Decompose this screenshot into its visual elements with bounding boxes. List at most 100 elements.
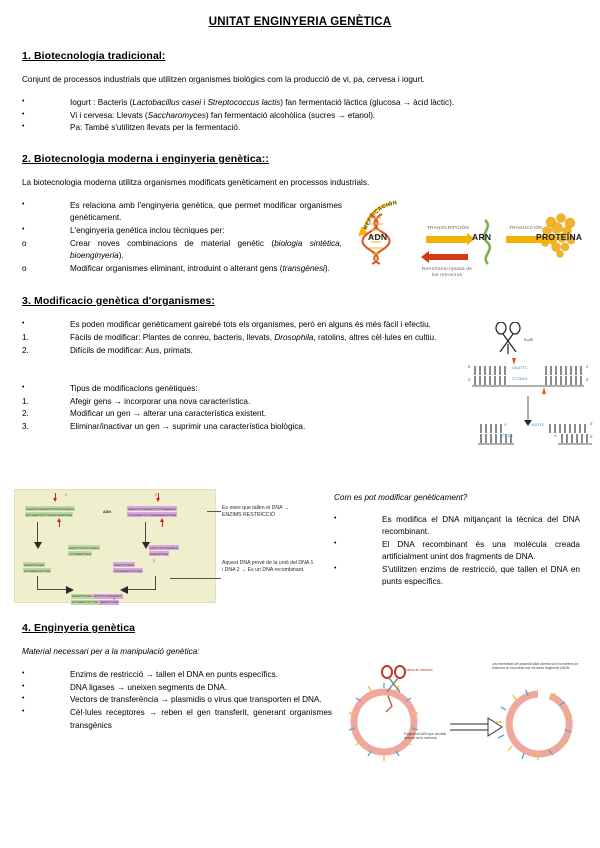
list-item: •El DNA recombinant és una molècula crea… — [334, 539, 580, 564]
list-item-text: Pa: També s'utilitzen llevats per la fer… — [70, 123, 241, 133]
fragment-label: Fragment d'ADN que ha estat alliberat de… — [404, 732, 447, 741]
recombinant-number: 3 — [113, 597, 115, 601]
adn-center-label: ADN — [103, 510, 111, 514]
list-item-text: Crear noves combinacions de material gen… — [70, 238, 343, 260]
end-3-left-label: 3' — [468, 378, 471, 382]
flow-line-left — [37, 522, 38, 544]
section-1-intro: Conjunt de processos industrials que uti… — [22, 75, 425, 84]
bullet-marker: • — [22, 123, 25, 131]
list-item-text: DNA ligases → uneixen segments de DNA. — [70, 682, 228, 692]
bullet-marker: 1. — [22, 396, 29, 406]
section-2-bullets: • Es relaciona amb l'enginyeria genètica,… — [22, 200, 342, 275]
bullet-marker: o — [22, 263, 27, 273]
question-heading: Com es pot modificar genèticament? — [334, 493, 468, 502]
restriction-fragments-svg — [478, 424, 592, 445]
fragment-bottom-left-label: CTTAA — [500, 434, 513, 438]
list-item: o Crear noves combinacions de material ge… — [22, 238, 342, 263]
list-item-text: Vectors de transferència → plasmidis o v… — [70, 695, 322, 705]
flow-line-right — [145, 522, 146, 544]
list-item: • DNA ligases → uneixen segments de DNA. — [22, 682, 332, 694]
list-item-text: Iogurt : Bacteris (Lactobacillus casei i… — [70, 97, 455, 107]
list-item: • Es modifica el DNA mitjançant la tècnic… — [334, 514, 580, 539]
recombinant-note-2-line2: DNA 2 → Es un DNA recombinant. — [224, 566, 305, 573]
join-arrow-right-icon — [120, 586, 128, 594]
end-3-right-label: 3' — [586, 365, 589, 369]
fragment-top-right-label: AATTC — [532, 423, 545, 427]
bullet-marker: • — [22, 319, 25, 327]
list-item: •Enzims de restricció → tallen el DNA en… — [22, 669, 332, 681]
end-5-left-label: 5' — [468, 365, 471, 369]
cut-line-1 — [54, 493, 56, 499]
list-item: •L'enginyeria genètica inclou tècniques … — [22, 225, 342, 237]
dna2-top-sequence: AGGCTCTAGGAATTCCTCGAAGCC — [127, 506, 178, 512]
plasmid-figure: Enzims de restricció Fragment d'ADN que … — [342, 658, 594, 766]
scissors-label: Enzims de restricció — [404, 668, 433, 672]
bullet-marker: • — [22, 200, 25, 208]
list-item-text: Fàcils de modificar: Plantes de conreu, … — [70, 332, 437, 342]
join-line-left-h — [37, 589, 67, 590]
restriction-cut-svg — [472, 322, 584, 426]
cut-line-1b — [58, 521, 60, 527]
rna-label: ARN — [472, 232, 492, 242]
restriction-fragments-figure: G CTTAA AATTC G 3' 5' — [478, 414, 596, 446]
join-line-right-h — [127, 589, 155, 590]
section-heading-3: 3. Modificacio genètica d'organismes: — [22, 294, 215, 307]
result-label: Les extremitats del plasmidi tallat ober… — [492, 662, 579, 671]
list-item: • Pa: També s'utilitzen llevats per la fe… — [22, 122, 578, 134]
bullet-marker: • — [22, 682, 25, 690]
fragment4-bottom-sequence: GAGCATCGG — [149, 551, 170, 557]
dna-label: ADN — [368, 232, 388, 242]
recombinant-top-purple: AATTCCTCGAAGCC — [93, 593, 124, 599]
bullet-marker: o — [22, 238, 27, 248]
cut-line-2b — [161, 521, 163, 527]
bullet-marker: • — [334, 514, 337, 522]
note-1-leader — [207, 511, 221, 512]
fragment3-number: 2 — [153, 559, 155, 563]
dna2-bottom-sequence: TCCGAGATCCTTAAGGAGCATCGG — [127, 512, 178, 518]
reverse-transcription-arrow-icon — [421, 251, 468, 263]
transform-arrow-icon — [450, 717, 503, 737]
cut-arrow-down-1-icon — [53, 498, 57, 502]
top-sequence-label: GAATTC — [512, 366, 528, 370]
end-5-right-label: 5' — [586, 378, 589, 382]
section-4-intro: Material necessari per a la manipulació … — [22, 647, 200, 656]
list-item: •S'utilitzen enzims de restricció, que t… — [334, 564, 580, 589]
bullet-marker: • — [22, 97, 25, 105]
fragment1-bottom-sequence: GCTAGGTCCTTAA — [23, 568, 52, 574]
section-2-intro: La biotecnologia moderna utilitza organi… — [22, 177, 370, 187]
right-column-bullets: • Es modifica el DNA mitjançant la tècnic… — [334, 514, 580, 589]
transcription-arrow-icon — [426, 233, 475, 245]
frag-end-3-label: 3' — [590, 422, 593, 426]
section-heading-4: 4. Enginyeria genètica — [22, 622, 136, 634]
restriction-cut-figure: GAATTC CTTAAG 5' 3' 3' 5' EcoRI — [468, 322, 592, 442]
section-heading-1: 1. Biotecnologia tradicional: — [22, 50, 166, 62]
fragment-top-left-label: G — [504, 423, 508, 427]
list-item-text: Modificar organismes eliminant, introdui… — [70, 263, 330, 273]
bottom-sequence-label: CTTAAG — [512, 377, 528, 381]
translation-arrow-icon — [506, 233, 555, 245]
join-arrow-left-icon — [66, 586, 74, 594]
list-item-text: Vi i cervesa: Llevats (Saccharomyces) fa… — [70, 110, 376, 120]
list-item-text: Es poden modificar genèticament gairebé … — [70, 319, 431, 329]
list-item-text: Es modifica el DNA mitjançant la tècnica… — [382, 514, 580, 537]
bullet-marker: • — [22, 110, 25, 118]
cut-line-2 — [157, 493, 159, 499]
list-item: • Vi i cervesa: Llevats (Saccharomyces) f… — [22, 110, 578, 122]
dna1-bottom-sequence: GCTAGGTCCTTAAGGTAGGTCGG — [25, 512, 74, 518]
list-item: 2.Modificar un gen → alterar una caracte… — [22, 408, 442, 420]
bullet-marker: • — [334, 565, 337, 573]
join-line-right — [155, 576, 156, 590]
enzyme-label: EcoRI — [524, 338, 534, 342]
list-item-text: Tipus de modificacions genètiques: — [70, 383, 198, 393]
bullet-marker: • — [22, 383, 25, 391]
dna1-top-sequence: CGAATCCAGGAATTCCATCCAGCC — [25, 506, 76, 512]
cut-arrow-up-1-icon — [57, 518, 61, 522]
list-item-text: Es relaciona amb l'enginyeria genètica, … — [70, 200, 342, 222]
recombinant-note-1: Es ones que tallen el DNA → ENZIMS RESTR… — [222, 505, 289, 518]
list-item-text: Cèl·lules receptores → reben el gen tran… — [70, 708, 332, 730]
cut-arrow-up-2-icon — [160, 518, 164, 522]
list-item: 2.Difícils de modificar: Aus, primats. — [22, 345, 462, 357]
list-item: o Modificar organismes eliminant, introdu… — [22, 263, 342, 275]
section-3-bullets-types: •Tipus de modificacions genètiques: 1.Af… — [22, 383, 442, 434]
recombinant-top-green: CGAATCCAGG — [71, 593, 94, 599]
